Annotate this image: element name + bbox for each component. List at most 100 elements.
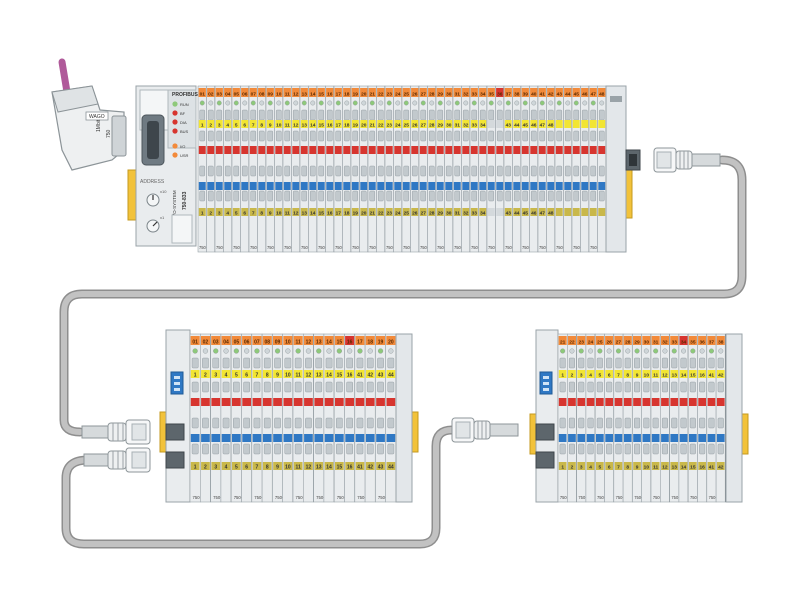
clamp-slot[interactable] (671, 443, 678, 455)
clamp-slot[interactable] (199, 130, 205, 142)
clamp-slot[interactable] (699, 357, 706, 369)
clamp-slot[interactable] (395, 165, 401, 177)
clamp-slot[interactable] (335, 190, 342, 202)
clamp-slot[interactable] (253, 417, 261, 429)
clamp-slot[interactable] (634, 357, 641, 369)
clamp-slot[interactable] (366, 417, 374, 429)
clamp-slot[interactable] (599, 165, 605, 177)
clamp-slot[interactable] (505, 109, 512, 121)
clamp-slot[interactable] (386, 130, 393, 142)
clamp-slot[interactable] (596, 357, 603, 369)
clamp-slot[interactable] (514, 130, 520, 142)
clamp-slot[interactable] (344, 165, 350, 177)
clamp-slot[interactable] (708, 381, 715, 393)
clamp-slot[interactable] (202, 357, 209, 369)
clamp-slot[interactable] (565, 190, 571, 202)
clamp-slot[interactable] (661, 417, 668, 429)
clamp-slot[interactable] (387, 443, 395, 455)
clamp-slot[interactable] (310, 109, 316, 121)
clamp-slot[interactable] (559, 417, 566, 429)
clamp-slot[interactable] (480, 109, 486, 121)
clamp-slot[interactable] (344, 190, 350, 202)
clamp-slot[interactable] (378, 109, 384, 121)
clamp-slot[interactable] (471, 190, 478, 202)
clamp-slot[interactable] (222, 357, 230, 369)
clamp-slot[interactable] (505, 165, 512, 177)
clamp-slot[interactable] (587, 357, 594, 369)
clamp-slot[interactable] (325, 417, 333, 429)
clamp-slot[interactable] (573, 165, 580, 177)
clamp-slot[interactable] (599, 109, 605, 121)
clamp-slot[interactable] (222, 381, 230, 393)
clamp-slot[interactable] (582, 109, 588, 121)
clamp-slot[interactable] (590, 190, 597, 202)
clamp-slot[interactable] (446, 190, 452, 202)
clamp-slot[interactable] (310, 165, 316, 177)
clamp-slot[interactable] (224, 130, 231, 142)
clamp-slot[interactable] (386, 165, 393, 177)
clamp-slot[interactable] (284, 381, 292, 393)
clamp-slot[interactable] (191, 417, 199, 429)
clamp-slot[interactable] (539, 165, 546, 177)
clamp-slot[interactable] (531, 190, 537, 202)
clamp-slot[interactable] (250, 190, 256, 202)
clamp-slot[interactable] (325, 357, 333, 369)
clamp-slot[interactable] (361, 190, 367, 202)
clamp-slot[interactable] (293, 130, 299, 142)
clamp-slot[interactable] (717, 381, 724, 393)
clamp-slot[interactable] (590, 109, 597, 121)
clamp-slot[interactable] (559, 381, 566, 393)
clamp-slot[interactable] (212, 417, 220, 429)
clamp-slot[interactable] (243, 381, 250, 393)
clamp-slot[interactable] (284, 165, 291, 177)
clamp-slot[interactable] (615, 357, 622, 369)
clamp-slot[interactable] (233, 417, 240, 429)
clamp-slot[interactable] (652, 417, 659, 429)
clamp-slot[interactable] (276, 190, 282, 202)
clamp-slot[interactable] (699, 417, 706, 429)
clamp-slot[interactable] (336, 417, 343, 429)
clamp-slot[interactable] (224, 165, 231, 177)
clamp-slot[interactable] (717, 357, 724, 369)
clamp-slot[interactable] (652, 443, 659, 455)
clamp-slot[interactable] (680, 381, 687, 393)
clamp-slot[interactable] (233, 109, 239, 121)
clamp-slot[interactable] (318, 165, 325, 177)
clamp-slot[interactable] (315, 381, 323, 393)
clamp-slot[interactable] (369, 190, 376, 202)
clamp-slot[interactable] (325, 443, 333, 455)
clamp-slot[interactable] (263, 357, 271, 369)
clamp-slot[interactable] (378, 190, 384, 202)
clamp-slot[interactable] (274, 357, 281, 369)
clamp-slot[interactable] (437, 109, 444, 121)
clamp-slot[interactable] (294, 443, 302, 455)
clamp-slot[interactable] (212, 443, 220, 455)
clamp-slot[interactable] (539, 130, 546, 142)
clamp-slot[interactable] (599, 130, 605, 142)
clamp-slot[interactable] (559, 443, 566, 455)
clamp-slot[interactable] (202, 417, 209, 429)
clamp-slot[interactable] (305, 417, 312, 429)
clamp-slot[interactable] (590, 130, 597, 142)
clamp-slot[interactable] (403, 165, 410, 177)
clamp-slot[interactable] (233, 165, 239, 177)
clamp-slot[interactable] (294, 417, 302, 429)
clamp-slot[interactable] (420, 190, 427, 202)
clamp-slot[interactable] (243, 443, 250, 455)
clamp-slot[interactable] (293, 165, 299, 177)
clamp-slot[interactable] (310, 130, 316, 142)
clamp-slot[interactable] (454, 190, 461, 202)
clamp-slot[interactable] (276, 130, 282, 142)
clamp-slot[interactable] (488, 190, 495, 202)
clamp-slot[interactable] (386, 109, 393, 121)
clamp-slot[interactable] (199, 165, 205, 177)
clamp-slot[interactable] (253, 381, 261, 393)
clamp-slot[interactable] (497, 130, 503, 142)
clamp-slot[interactable] (387, 381, 395, 393)
clamp-slot[interactable] (377, 381, 384, 393)
clamp-slot[interactable] (454, 109, 461, 121)
clamp-slot[interactable] (582, 130, 588, 142)
clamp-slot[interactable] (615, 381, 622, 393)
clamp-slot[interactable] (624, 443, 631, 455)
clamp-slot[interactable] (293, 109, 299, 121)
